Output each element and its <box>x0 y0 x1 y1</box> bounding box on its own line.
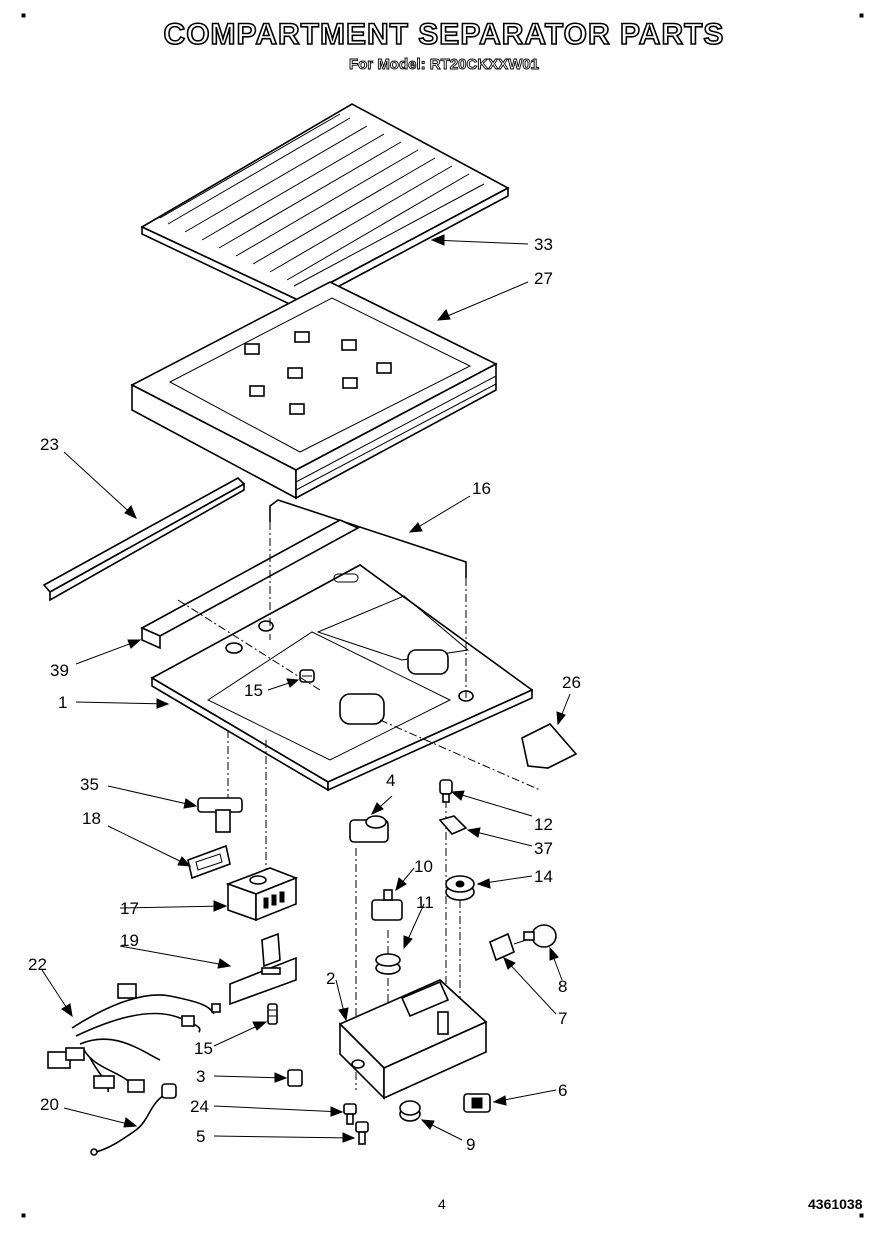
callout-7: 7 <box>558 1009 568 1028</box>
callout-15-upper: 15 <box>244 681 263 700</box>
callout-14: 14 <box>534 867 553 886</box>
callout-11: 11 <box>416 893 434 912</box>
cover-part-19 <box>229 932 297 1006</box>
callout-20: 20 <box>40 1095 59 1114</box>
separator-frame-part-27 <box>130 281 498 500</box>
callout-33: 33 <box>534 235 553 254</box>
control-housing-part-17 <box>225 867 299 922</box>
callout-39: 39 <box>50 661 69 680</box>
callout-6: 6 <box>558 1081 568 1100</box>
document-number: 4361038 <box>808 1196 863 1212</box>
screw-part-12 <box>439 779 453 803</box>
callout-4: 4 <box>386 771 396 790</box>
wire-lead-part-20 <box>90 1083 177 1156</box>
callout-16: 16 <box>472 479 491 498</box>
housing-part-2 <box>338 979 488 1100</box>
callout-1: 1 <box>58 693 68 712</box>
knob-part-14 <box>445 875 475 901</box>
callout-10: 10 <box>414 857 433 876</box>
callout-24: 24 <box>190 1097 209 1116</box>
model-subtitle: For Model: RT20CKXXW01 <box>348 56 540 74</box>
callout-2: 2 <box>326 969 336 988</box>
callout-22: 22 <box>28 955 47 974</box>
shelf-grille-part-33 <box>140 103 510 310</box>
clip-part-3 <box>287 1069 303 1087</box>
callout-8: 8 <box>558 977 568 996</box>
callout-9: 9 <box>466 1135 476 1154</box>
socket-part-7 <box>489 932 527 962</box>
registration-marks <box>21 13 864 1218</box>
page-title: COMPARTMENT SEPARATOR PARTS <box>163 17 725 52</box>
screw-part-5 <box>355 1121 369 1145</box>
trim-strip-part-23 <box>42 477 246 602</box>
screw-part-24 <box>343 1103 357 1125</box>
wire-harness-part-22 <box>47 983 221 1093</box>
bracket-part-26 <box>521 723 578 769</box>
callout-35: 35 <box>80 775 99 794</box>
callout-3: 3 <box>196 1067 206 1086</box>
callout-12: 12 <box>534 815 553 834</box>
callout-19: 19 <box>120 931 139 950</box>
gasket-part-18 <box>187 844 231 880</box>
bulb-part-8 <box>523 924 557 948</box>
plate-part-37 <box>438 815 468 835</box>
callout-15-lower: 15 <box>194 1039 213 1058</box>
callout-17: 17 <box>120 899 139 918</box>
sensor-part-4 <box>349 815 389 843</box>
callout-23: 23 <box>40 435 59 454</box>
callout-18: 18 <box>82 809 101 828</box>
callout-leaders <box>41 234 571 1143</box>
separator-pan-part-1 <box>140 519 534 792</box>
callout-5: 5 <box>196 1127 206 1146</box>
clip-part-35 <box>197 797 243 833</box>
callout-37: 37 <box>534 839 553 858</box>
nut-part-9 <box>399 1100 421 1122</box>
callout-27: 27 <box>534 269 553 288</box>
screw-part-15-lower <box>267 1003 278 1025</box>
screw-part-15-upper <box>299 669 315 683</box>
switch-part-6 <box>463 1093 491 1113</box>
rod-part-16 <box>269 499 467 578</box>
callout-26: 26 <box>562 673 581 692</box>
page-number: 4 <box>438 1196 446 1212</box>
grommet-part-11 <box>375 953 401 975</box>
switch-part-10 <box>371 889 403 921</box>
